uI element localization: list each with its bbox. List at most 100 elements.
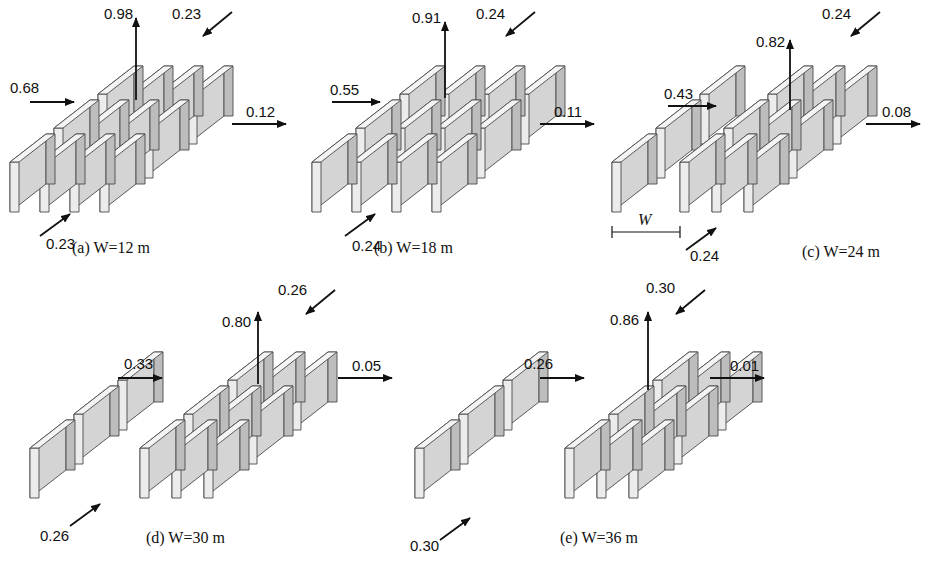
- building-slab-face: [804, 66, 813, 116]
- building-slab-face: [716, 134, 725, 184]
- flow-arrow: [668, 105, 716, 107]
- building-slab-face: [154, 352, 163, 402]
- building-slab-face: [118, 352, 163, 380]
- building-slab-face: [480, 66, 525, 94]
- flow-coefficient: 0.26: [524, 356, 553, 371]
- building-slab-face: [748, 134, 757, 184]
- flow-arrow: [232, 123, 286, 125]
- building-slab-face: [760, 100, 769, 150]
- building-slab-face: [252, 386, 261, 436]
- building-slab-face: [700, 66, 745, 94]
- building-slab-face: [176, 420, 185, 470]
- building-slab-face: [352, 134, 397, 162]
- building-slab-face: [180, 100, 189, 150]
- building-slab-face: [66, 420, 75, 470]
- building-slab-face: [612, 134, 657, 162]
- building-slab-face: [224, 66, 233, 116]
- flow-coefficient: 0.30: [646, 280, 675, 295]
- flow-coefficient: 0.82: [756, 34, 785, 49]
- flow-coefficient: 0.05: [352, 358, 381, 373]
- building-slab-face: [110, 386, 119, 436]
- building-slab-face: [312, 134, 357, 162]
- flow-arrow: [866, 123, 920, 125]
- building-slab-face: [30, 448, 39, 498]
- building-slab-face: [440, 66, 485, 94]
- building-slab-face: [220, 386, 229, 436]
- flow-coefficient: 0.26: [278, 282, 307, 297]
- flow-arrow: [135, 18, 137, 100]
- building-slab-face: [415, 448, 424, 498]
- building-slab-face: [692, 100, 701, 150]
- building-slab-face: [30, 420, 75, 448]
- flow-coefficient: 0.23: [46, 236, 75, 251]
- dimension-label: W: [638, 212, 651, 228]
- flow-arrow: [338, 377, 392, 379]
- flow-arrow: [506, 12, 535, 36]
- building-slab-face: [612, 162, 621, 212]
- flow-coefficient: 0.30: [410, 538, 439, 553]
- building-slab-face: [653, 352, 698, 380]
- building-slab-face: [792, 100, 801, 150]
- flow-coefficient: 0.01: [730, 358, 759, 373]
- flow-coefficient: 0.12: [246, 104, 275, 119]
- building-slab-face: [868, 66, 877, 116]
- panel-caption: (a) W=12 m: [72, 240, 150, 256]
- building-slab-face: [400, 66, 445, 94]
- building-slab-face: [495, 386, 504, 436]
- flow-arrow: [647, 312, 649, 390]
- building-slab-face: [432, 134, 477, 162]
- flow-coefficient: 0.43: [664, 86, 693, 101]
- building-slab-face: [648, 134, 657, 184]
- flow-coefficient: 0.86: [610, 312, 639, 327]
- flow-coefficient: 0.23: [172, 6, 201, 21]
- flow-arrow: [306, 290, 335, 314]
- building-slab-face: [76, 134, 85, 184]
- building-slab-face: [451, 420, 460, 470]
- building-slab-face: [396, 100, 441, 128]
- building-slab-face: [468, 134, 477, 184]
- flow-arrow: [440, 518, 470, 540]
- flow-coefficient: 0.68: [10, 80, 39, 95]
- building-slab-face: [736, 66, 745, 116]
- flow-arrow: [345, 214, 375, 236]
- building-slab-face: [415, 420, 460, 448]
- building-slab-face: [312, 162, 321, 212]
- building-slab-face: [106, 134, 115, 184]
- flow-coefficient: 0.33: [124, 356, 153, 371]
- building-slab-face: [328, 352, 337, 402]
- building-slab-face: [520, 66, 565, 94]
- building-slab-face: [284, 386, 293, 436]
- building-slab-face: [356, 100, 401, 128]
- flow-coefficient: 0.80: [222, 314, 251, 329]
- flow-arrow: [676, 290, 705, 314]
- dimension-line: [612, 231, 680, 232]
- flow-coefficient: 0.24: [822, 6, 851, 21]
- building-slab-face: [208, 420, 217, 470]
- building-slab-face: [140, 448, 149, 498]
- building-slab-face: [476, 100, 521, 128]
- building-slab-face: [228, 352, 273, 380]
- building-slab-face: [689, 352, 698, 402]
- building-slab-face: [601, 420, 610, 470]
- building-slab-face: [240, 420, 249, 470]
- flow-coefficient: 0.08: [882, 104, 911, 119]
- building-slab-face: [436, 100, 481, 128]
- panel-caption: (c) W=24 m: [802, 244, 880, 260]
- flow-coefficient: 0.55: [330, 82, 359, 97]
- flow-coefficient: 0.11: [554, 104, 582, 119]
- building-slab-face: [184, 386, 229, 414]
- building-slab-face: [348, 134, 357, 184]
- building-slab-face: [836, 66, 845, 116]
- building-slab-face: [10, 134, 55, 162]
- building-slab-face: [264, 352, 273, 402]
- building-slab-face: [824, 100, 833, 150]
- building-slab-face: [680, 162, 689, 212]
- building-slab-face: [565, 448, 574, 498]
- building-slab-face: [428, 134, 437, 184]
- panel-caption: (b) W=18 m: [374, 240, 453, 256]
- flow-coefficient: 0.91: [412, 10, 441, 25]
- flow-arrow: [70, 504, 100, 526]
- building-slab-face: [150, 100, 159, 150]
